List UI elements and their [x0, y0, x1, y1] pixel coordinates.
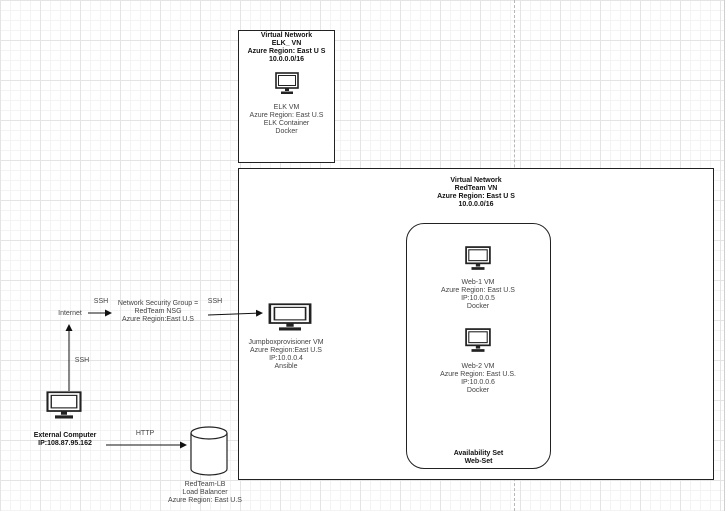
elk-vm-label: ELK VM Azure Region: East U.S ELK Contai… — [249, 104, 324, 135]
external-computer-label: External Computer IP:108.87.95.162 — [33, 432, 97, 447]
http-label-external-lb: HTTP — [135, 430, 155, 437]
redteam-vnet-title: Virtual Network RedTeam VN Azure Region:… — [437, 177, 515, 208]
load-balancer-label: RedTeam-LB Load Balancer Azure Region: E… — [168, 481, 242, 504]
ssh-label-external-internet: SSH — [74, 357, 90, 364]
web1-vm-monitor-icon[interactable] — [464, 246, 492, 272]
ssh-label-nsg-jumpbox: SSH — [207, 298, 223, 305]
external-computer-monitor-icon[interactable] — [46, 391, 82, 421]
jumpbox-vm-label: Jumpboxprovisioner VM Azure Region:East … — [248, 339, 324, 370]
jumpbox-vm-monitor-icon[interactable] — [268, 303, 312, 333]
internet-label: Internet — [58, 310, 82, 317]
availability-set-label: Availability Set Web-Set — [453, 450, 504, 465]
ssh-label-internet-nsg: SSH — [93, 298, 109, 305]
web2-vm-monitor-icon[interactable] — [464, 328, 492, 354]
elk-vnet-box[interactable] — [238, 30, 335, 163]
web1-vm-label: Web-1 VM Azure Region: East U.S IP:10.0.… — [441, 279, 515, 310]
elk-vnet-title: Virtual Network ELK_ VN Azure Region: Ea… — [247, 32, 326, 63]
load-balancer-cylinder-icon[interactable] — [189, 425, 229, 477]
nsg-label: Network Security Group = RedTeam NSG Azu… — [117, 300, 199, 323]
nsg-to-jumpbox-arrow[interactable] — [207, 309, 263, 317]
elk-vm-monitor-icon[interactable] — [275, 72, 299, 96]
web2-vm-label: Web-2 VM Azure Region: East U.S. IP:10.0… — [440, 363, 516, 394]
